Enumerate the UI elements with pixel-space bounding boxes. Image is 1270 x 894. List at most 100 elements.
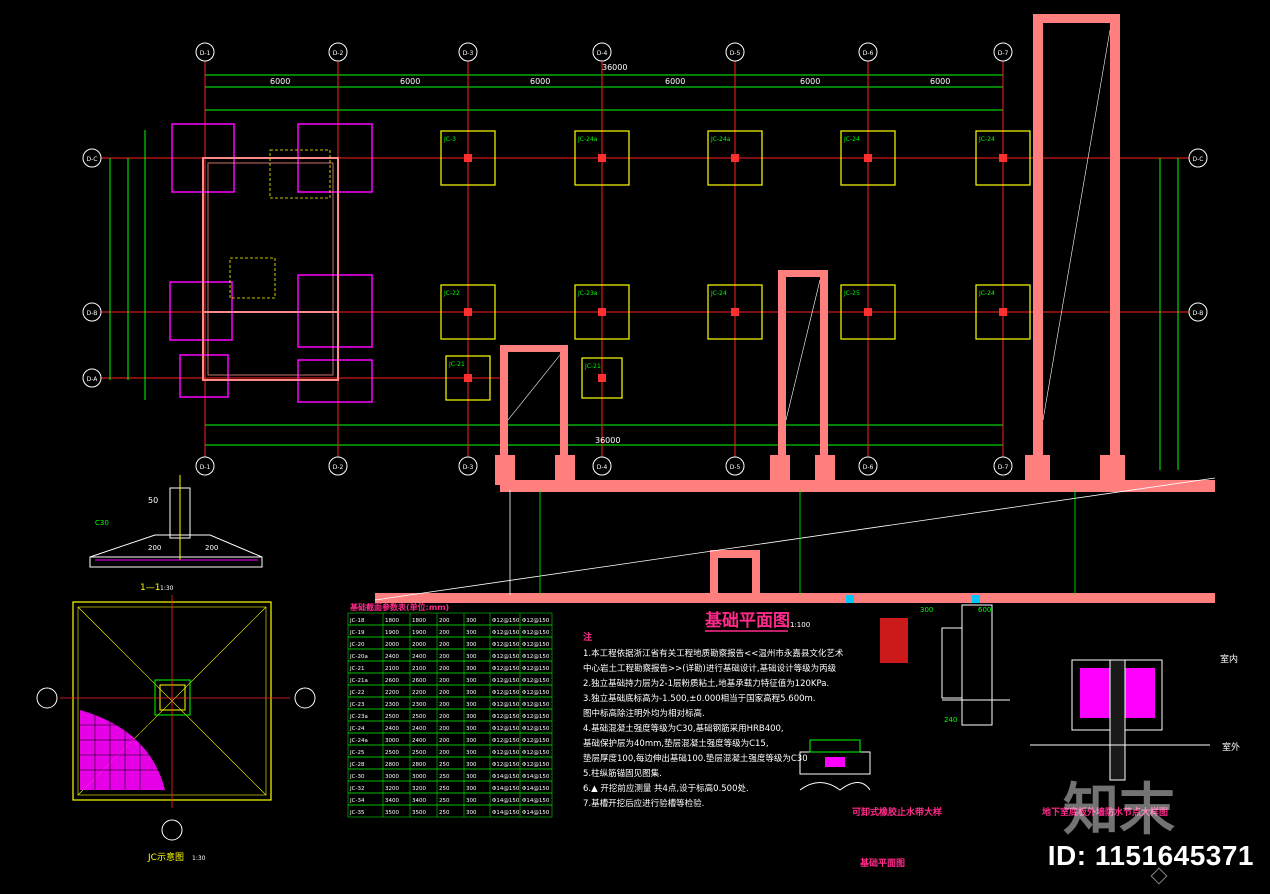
table-cell: JC-30	[349, 774, 365, 780]
footing-top-2: JC-24a	[707, 130, 763, 186]
table-cell: Φ12@150	[522, 750, 550, 756]
table-cell: 2300	[385, 702, 399, 708]
table-cell: JC-23a	[349, 714, 368, 720]
table-cell: 2400	[412, 654, 426, 660]
axis-top-4-label: D-5	[730, 50, 741, 57]
table-cell: 2100	[385, 666, 399, 672]
note-line: 垫层厚度100,每边伸出基础100.垫层混凝土强度等级为C30	[583, 753, 808, 764]
slope-line	[374, 477, 1216, 601]
table-cell: Φ12@150	[522, 666, 550, 672]
image-id-label: ID: 1151645371	[1047, 840, 1254, 871]
table-cell: Φ12@150	[492, 678, 520, 684]
axis-top-6-label: D-7	[998, 50, 1009, 57]
table-cell: 300	[466, 750, 477, 756]
section-label: 1—1	[140, 583, 160, 593]
footing-mid-0: JC-22	[440, 284, 496, 340]
table-cell: 250	[439, 774, 450, 780]
axis-top-3-label: D-4	[597, 50, 608, 57]
table-cell: 2600	[385, 678, 399, 684]
axis-top-1-label: D-2	[333, 50, 344, 57]
table-cell: 200	[439, 726, 450, 732]
axis-right-1-bubble	[1188, 302, 1208, 322]
axis-left-0-bubble	[82, 148, 102, 168]
lower-dimension-lines	[509, 490, 1076, 595]
wall-dim-3: 240	[944, 716, 957, 724]
footing-top-4: JC-24	[975, 130, 1031, 186]
axis-bottom-6-bubble	[993, 456, 1013, 476]
table-cell: 2400	[385, 654, 399, 660]
table-cell: 3400	[385, 798, 399, 804]
axis-bottom-0-label: D-1	[200, 464, 211, 471]
table-cell: 2100	[412, 666, 426, 672]
table-cell: Φ12@150	[492, 630, 520, 636]
table-cell: 2500	[412, 750, 426, 756]
axis-top-1-bubble	[328, 42, 348, 62]
table-cell: Φ12@150	[522, 738, 550, 744]
table-cell: 300	[466, 714, 477, 720]
right-dimension-lines	[1159, 158, 1179, 470]
footing-top-3-label: JC-24	[843, 136, 860, 143]
dashed-footings-left	[229, 149, 331, 299]
table-cell: 2300	[412, 702, 426, 708]
axis-bottom-1-label: D-2	[333, 464, 344, 471]
table-cell: Φ12@150	[522, 714, 550, 720]
section-scale: 1:30	[160, 585, 174, 592]
svg-text:200: 200	[148, 544, 161, 552]
table-cell: 3000	[385, 774, 399, 780]
axis-top-0-label: D-1	[200, 50, 211, 57]
svg-text:C30: C30	[95, 519, 109, 527]
footing-mid-0-label: JC-22	[443, 290, 460, 297]
table-cell: 2000	[412, 642, 426, 648]
table-cell: Φ12@150	[492, 726, 520, 732]
footing-top-4-label: JC-24	[978, 136, 995, 143]
table-cell: 200	[439, 738, 450, 744]
table-cell: 2500	[385, 714, 399, 720]
top-bay-dimensions: 6000 6000 6000 6000 6000 6000 36000 3600…	[270, 63, 950, 445]
table-cell: 300	[466, 798, 477, 804]
watermark-logo: 知末	[1063, 778, 1175, 843]
axis-bottom-3-bubble	[592, 456, 612, 476]
table-cell: 1800	[385, 618, 399, 624]
table-cell: JC-21	[349, 666, 364, 672]
svg-text:50: 50	[148, 496, 158, 505]
table-cell: Φ12@150	[492, 618, 520, 624]
section-plan-title: 基础平面图	[859, 857, 905, 869]
table-cell: Φ14@150	[522, 810, 550, 816]
footing-low-0-label: JC-21	[448, 361, 465, 368]
wall-dim-1: 300	[920, 606, 933, 614]
table-cell: 200	[439, 678, 450, 684]
table-cell: 3500	[412, 810, 426, 816]
axis-bottom-4-label: D-5	[730, 464, 741, 471]
total-dim-bottom: 36000	[595, 436, 620, 445]
table-cell: Φ14@150	[522, 774, 550, 780]
table-cell: Φ12@150	[492, 654, 520, 660]
detail-title: JC示意图	[147, 851, 184, 863]
table-cell: Φ12@150	[522, 678, 550, 684]
table-cell: Φ12@150	[492, 666, 520, 672]
table-cell: 300	[466, 810, 477, 816]
total-dim-top: 36000	[602, 63, 627, 72]
table-cell: 300	[466, 786, 477, 792]
table-cell: JC-32	[349, 786, 364, 792]
table-cell: Φ12@150	[522, 654, 550, 660]
table-cell: Φ12@150	[492, 762, 520, 768]
waterstop-title: 可卸式橡胶止水带大样	[852, 806, 942, 818]
table-cell: Φ12@150	[522, 762, 550, 768]
axis-top-5-label: D-6	[863, 50, 874, 57]
table-cell: 200	[439, 630, 450, 636]
footing-mid-4-label: JC-24	[978, 290, 995, 297]
table-cell: 300	[466, 618, 477, 624]
table-cell: 300	[466, 678, 477, 684]
basement-detail: 室内 室外	[1030, 653, 1240, 781]
